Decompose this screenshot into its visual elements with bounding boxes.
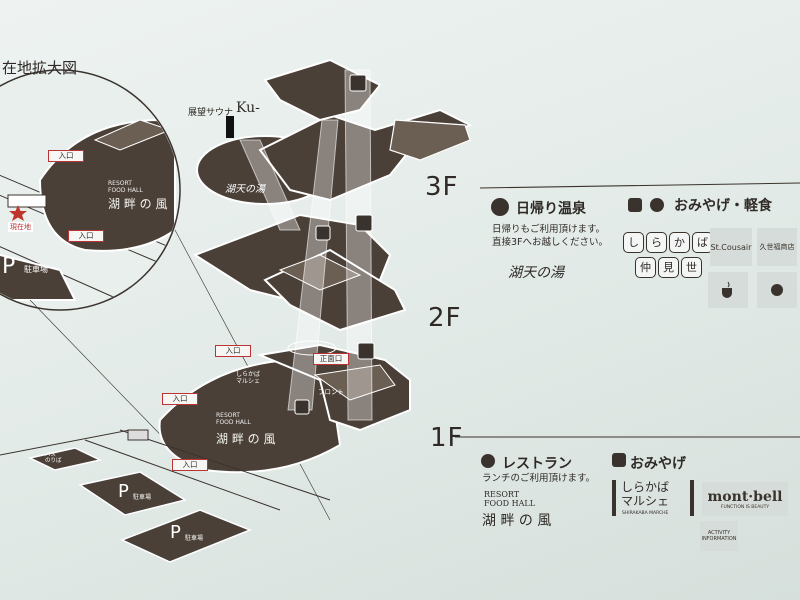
onsen-desc-2: 直接3Fへお越しください。 — [492, 237, 609, 248]
vertical-shafts — [239, 69, 373, 421]
restaurant-title: レストラン — [502, 456, 572, 472]
stairs-icon-2f — [315, 225, 331, 241]
souvenir-bag-icon — [628, 198, 642, 212]
onsen-icon — [491, 198, 509, 216]
elevator-icons — [294, 74, 375, 415]
bus-stop-label: バス のりば — [45, 452, 62, 464]
kuze-fuku-logo: 久世福商店 — [757, 228, 797, 266]
restaurant-icon — [481, 454, 495, 468]
inset-entrance-1: 入口 — [48, 150, 84, 162]
souvenir-icon — [612, 453, 626, 467]
restaurant-jp: 湖 畔 の 風 — [482, 513, 552, 529]
elevator-icon-2f — [355, 214, 373, 232]
elevator-icon-3f — [349, 74, 367, 92]
floor-1f — [0, 340, 411, 511]
inset-current-location: 現在地 — [8, 222, 33, 232]
hira-ka: か — [669, 231, 690, 253]
shirakaba-marche-sub: SHIRAKABA MARCHE — [622, 511, 669, 516]
st-cousair-logo: St.Cousair — [710, 228, 752, 266]
kanji-naka: 仲 — [635, 256, 656, 278]
floor-3f — [196, 58, 473, 205]
shirakaba-marche-logo: しらかば マルシェ — [621, 480, 670, 508]
parking-label-1: 駐車場 — [133, 494, 152, 501]
current-location-star-icon — [9, 205, 27, 221]
shirakaba-bar-right — [690, 480, 694, 516]
floor-label-2f: 2F — [428, 303, 462, 333]
activity-information: ACTIVITY INFORMATION — [700, 521, 738, 551]
floor-label-3f: 3F — [425, 172, 459, 202]
onsen-logo: 湖天の湯 — [508, 265, 564, 281]
montbell-logo: mont·bell FUNCTION IS BEAUTY — [702, 482, 788, 516]
inset-food-hall-jp: 湖 畔 の 風 — [108, 197, 168, 211]
entrance-label-3: 入口 — [172, 459, 208, 471]
elevator-icon-1f — [357, 342, 375, 360]
entrance-label-1: 入口 — [215, 345, 251, 357]
montbell-name: mont·bell — [707, 488, 783, 505]
food-hall-map-jp: 湖 畔 の 風 — [216, 432, 276, 446]
parking-lots — [27, 447, 253, 563]
fork-knife-icon — [650, 198, 664, 212]
montbell-tagline: FUNCTION IS BEAUTY — [720, 504, 770, 510]
entrance-label-2: 入口 — [162, 393, 198, 405]
floor-label-1f: 1F — [430, 423, 464, 453]
food-hall-map-en: RESORT FOOD HALL — [216, 412, 251, 426]
sauna-label: 展望サウナ — [188, 108, 234, 118]
inset-entrance-2: 入口 — [68, 230, 104, 242]
inset-title: 在地拡大図 — [2, 59, 78, 77]
souvenir-title: おみやげ — [630, 456, 686, 472]
onsen-title: 日帰り温泉 — [516, 201, 586, 217]
souvenir-light-title: おみやげ・軽食 — [674, 198, 772, 214]
bakery-logo — [757, 272, 797, 308]
main-entrance-label: 正面口 — [313, 353, 349, 365]
hira-ra: ら — [646, 231, 667, 253]
kanji-mi: 見 — [658, 256, 679, 278]
shirakaba-map-label: しらかば マルシェ — [236, 371, 261, 385]
onsen-map-logo: 湖天の湯 — [225, 184, 265, 195]
sauna-brand: Ku- — [236, 100, 260, 116]
onsen-desc-1: 日帰りもご利用頂けます。 — [492, 224, 606, 235]
parking-label-2: 駐車場 — [185, 535, 204, 542]
bakery-icon — [771, 284, 783, 296]
parking-letter-2: P — [170, 522, 181, 543]
shirakaba-bar-left — [612, 480, 616, 516]
stairs-icon-1f — [294, 399, 310, 415]
restaurant-en: RESORT FOOD HALL — [484, 490, 536, 508]
parking-letter-1: P — [118, 481, 129, 502]
front-desk-label: フロント — [318, 388, 344, 396]
hira-shi: し — [623, 231, 644, 253]
shirakaba-row1: しらかば — [622, 231, 714, 253]
restaurant-desc: ランチのご利用頂けます。 — [482, 473, 596, 484]
cafe-cup-icon — [722, 281, 732, 298]
nakamise-row: 仲見世 — [634, 256, 703, 278]
inset-parking-letter: P — [2, 254, 16, 279]
kanji-se: 世 — [681, 256, 702, 278]
inset-parking-label: 駐車場 — [24, 265, 48, 274]
inset-food-hall-en: RESORT FOOD HALL — [108, 180, 143, 194]
cafe-logo — [708, 272, 748, 308]
